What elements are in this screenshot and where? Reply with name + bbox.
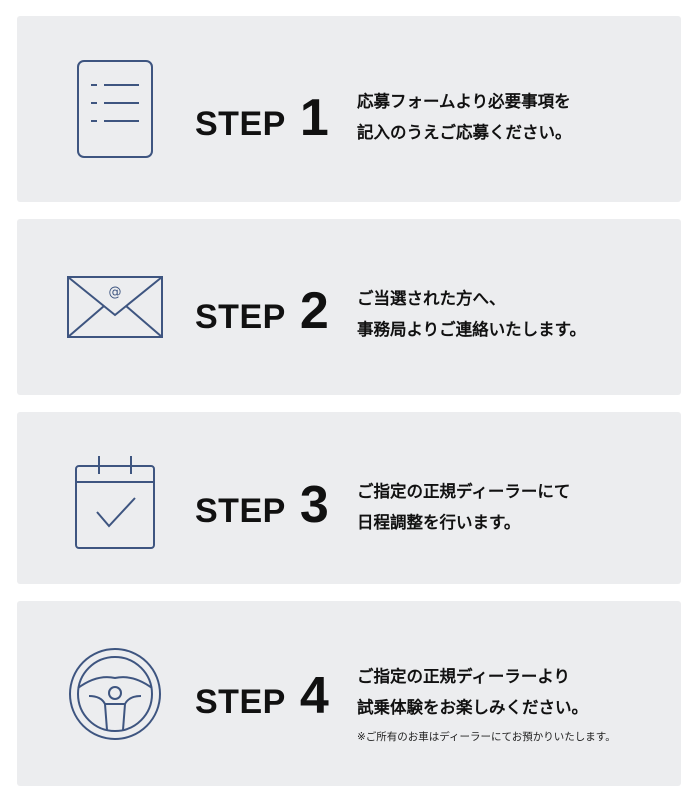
description-line: 事務局よりご連絡いたします。 [357, 320, 587, 339]
description-line: 応募フォームより必要事項を [357, 92, 571, 111]
step-number: 3 [299, 476, 329, 534]
mail-envelope-icon: @ [65, 257, 165, 357]
step-word: STEP [195, 298, 286, 336]
description-line: 試乗体験をお楽しみください。 [357, 698, 588, 717]
document-list-icon [65, 59, 165, 159]
step-2-label: STEP 2 [195, 281, 329, 341]
step-3-panel: STEP 3 ご指定の正規ディーラーにて 日程調整を行います。 [17, 412, 681, 584]
step-1-panel: STEP 1 応募フォームより必要事項を 記入のうえご応募ください。 [17, 16, 681, 202]
svg-text:@: @ [109, 285, 122, 300]
description-line: 記入のうえご応募ください。 [357, 123, 572, 142]
step-1-description: 応募フォームより必要事項を 記入のうえご応募ください。 [357, 86, 677, 148]
steering-wheel-icon [65, 644, 165, 744]
step-2-panel: @ STEP 2 ご当選された方へ、 事務局よりご連絡いたします。 [17, 219, 681, 395]
step-1-arrow-notch [304, 202, 376, 219]
step-number: 4 [299, 667, 329, 725]
step-4-label: STEP 4 [195, 666, 329, 726]
description-line: ご当選された方へ、 [357, 289, 506, 308]
calendar-check-icon [65, 452, 165, 552]
step-3-label: STEP 3 [195, 475, 329, 535]
step-4-description: ご指定の正規ディーラーより 試乗体験をお楽しみください。 ※ご所有のお車はディー… [357, 661, 677, 745]
step-1-label: STEP 1 [195, 88, 329, 148]
step-word: STEP [195, 492, 286, 530]
description-line: ご指定の正規ディーラーより [357, 667, 571, 686]
ownership-note: ※ご所有のお車はディーラーにてお預かりいたします。 [357, 731, 616, 743]
step-2-arrow-notch [304, 395, 376, 412]
step-4-panel: STEP 4 ご指定の正規ディーラーより 試乗体験をお楽しみください。 ※ご所有… [17, 601, 681, 786]
step-2-description: ご当選された方へ、 事務局よりご連絡いたします。 [357, 283, 677, 345]
description-line: 日程調整を行います。 [357, 513, 521, 532]
description-line: ご指定の正規ディーラーにて [357, 482, 571, 501]
step-3-arrow-notch [304, 584, 376, 601]
step-word: STEP [195, 105, 286, 143]
step-number: 1 [299, 89, 329, 147]
step-number: 2 [299, 282, 329, 340]
step-3-description: ご指定の正規ディーラーにて 日程調整を行います。 [357, 476, 677, 538]
step-word: STEP [195, 683, 286, 721]
